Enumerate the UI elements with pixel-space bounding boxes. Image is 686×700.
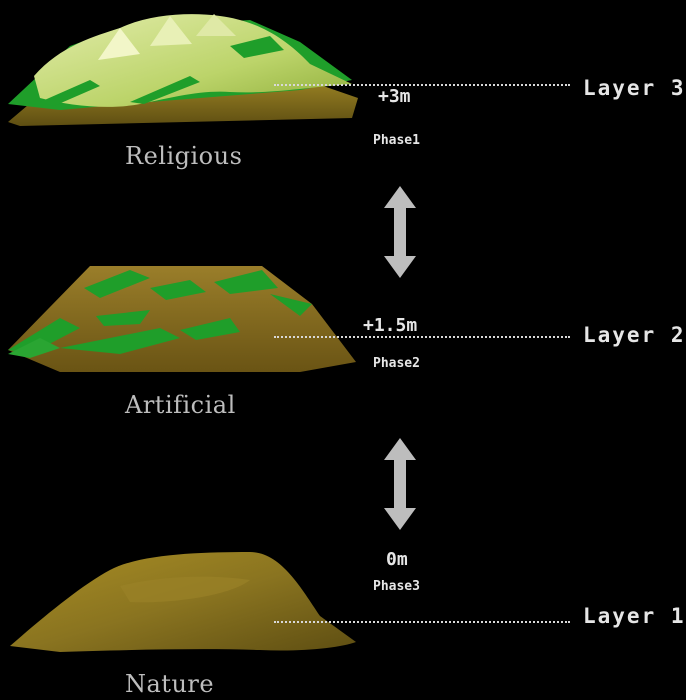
height-layer-3: +3m	[378, 86, 411, 107]
terrain-artificial	[0, 258, 370, 398]
layer-1-label: Layer 1	[583, 604, 686, 628]
height-layer-1: 0m	[386, 549, 408, 570]
phase-2-label: Phase2	[373, 356, 420, 371]
height-layer-2: +1.5m	[363, 315, 417, 336]
caption-artificial: Artificial	[125, 391, 236, 419]
caption-nature: Nature	[125, 670, 214, 698]
terrain-nature	[0, 546, 370, 686]
layer-3-line	[274, 84, 570, 86]
layer-2-line	[274, 336, 570, 338]
layer-3-label: Layer 3	[583, 76, 686, 100]
double-arrow-icon	[382, 186, 418, 278]
phase-3-label: Phase3	[373, 579, 420, 594]
double-arrow-icon	[382, 438, 418, 530]
terrain-religious	[0, 6, 370, 146]
phase-1-label: Phase1	[373, 133, 420, 148]
layer-2-label: Layer 2	[583, 323, 686, 347]
caption-religious: Religious	[125, 142, 242, 170]
layer-1-line	[274, 621, 570, 623]
